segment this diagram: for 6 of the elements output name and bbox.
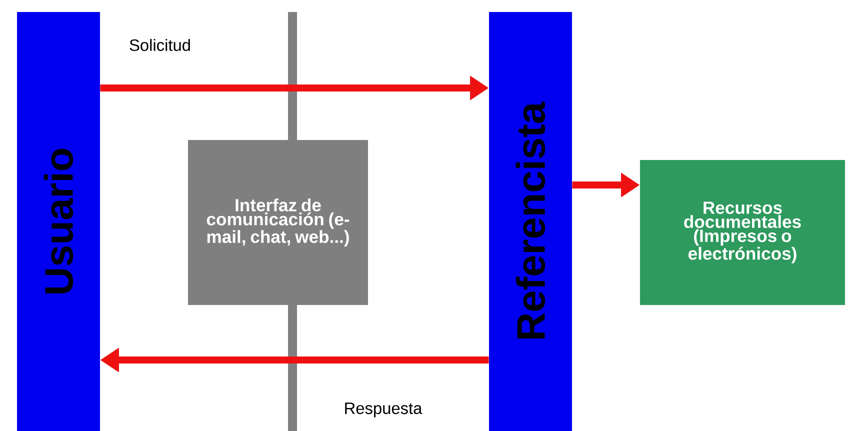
resource-box: Recursos documentales (Impresos o electrónicos) <box>640 160 845 305</box>
edge-label: Solicitud <box>128 38 192 52</box>
edge-label: Respuesta <box>342 401 424 419</box>
interface-box: Interfaz de comunicación (e-mail, chat, web...) <box>188 140 368 305</box>
vertical-bar: Usuario <box>17 12 100 431</box>
vertical-bar: Referencista <box>489 12 572 431</box>
